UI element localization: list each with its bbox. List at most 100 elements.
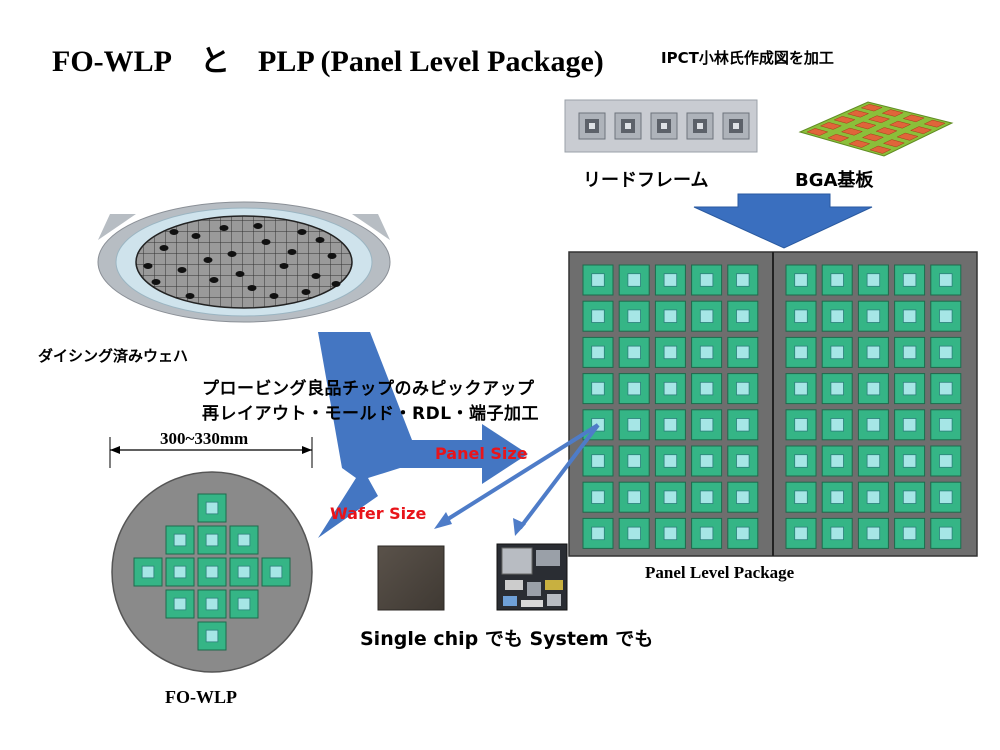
bad-die-dot bbox=[261, 239, 271, 245]
panel-package-cell bbox=[727, 481, 759, 513]
panel-package-cell bbox=[785, 300, 817, 332]
system-module-image bbox=[496, 543, 568, 611]
bad-die-dot bbox=[247, 285, 257, 291]
single-chip-image bbox=[377, 545, 445, 611]
bga-unit bbox=[827, 133, 850, 142]
panel-package-cell bbox=[894, 409, 926, 441]
panel-package-cell bbox=[691, 300, 723, 332]
bad-die-dot bbox=[177, 267, 187, 273]
panel-package-cell bbox=[691, 373, 723, 405]
panel-package-cell bbox=[930, 264, 962, 296]
panel-package-cell bbox=[582, 517, 614, 549]
panel-package-cell bbox=[930, 517, 962, 549]
fowlp-package-cell bbox=[229, 589, 259, 619]
panel-package-cell bbox=[727, 300, 759, 332]
panel-package-cell bbox=[654, 409, 686, 441]
single-chip-system-label: Single chip でも System でも bbox=[360, 628, 654, 650]
panel-package-cell bbox=[582, 481, 614, 513]
bad-die-dot bbox=[327, 253, 337, 259]
bga-unit bbox=[909, 126, 933, 135]
fowlp-package-cell bbox=[165, 557, 195, 587]
bad-die-dot bbox=[287, 249, 297, 255]
panel-package-cell bbox=[654, 517, 686, 549]
bad-die-dot bbox=[311, 273, 321, 279]
panel-package-cell bbox=[785, 409, 817, 441]
panel-package-cell bbox=[618, 336, 650, 368]
panel-package-cell bbox=[691, 336, 723, 368]
panel-package-cell bbox=[821, 373, 853, 405]
panel-package-cell bbox=[691, 409, 723, 441]
bad-die-dot bbox=[191, 233, 201, 239]
panel-package-cell bbox=[618, 445, 650, 477]
panel-package-cell bbox=[785, 373, 817, 405]
bad-die-dot bbox=[279, 263, 289, 269]
panel-package-cell bbox=[654, 264, 686, 296]
bga-unit bbox=[860, 103, 883, 112]
panel-package-cell bbox=[894, 336, 926, 368]
panel-package-cell bbox=[821, 409, 853, 441]
panel-size-label: Panel Size bbox=[435, 444, 528, 463]
panel-package-cell bbox=[654, 300, 686, 332]
bad-die-dot bbox=[209, 277, 219, 283]
bga-unit bbox=[848, 139, 871, 148]
title-plp: PLP (Panel Level Package) bbox=[258, 45, 604, 78]
panel-package-cell bbox=[785, 481, 817, 513]
panel-package-cell bbox=[821, 300, 853, 332]
panel-level-package bbox=[568, 251, 978, 557]
bga-substrate-label: BGA基板 bbox=[795, 170, 874, 191]
panel-package-cell bbox=[582, 264, 614, 296]
bad-die-dot bbox=[315, 237, 325, 243]
fowlp-package-cell bbox=[197, 589, 227, 619]
fowlp-package-cell bbox=[229, 557, 259, 587]
panel-package-cell bbox=[727, 409, 759, 441]
panel-package-cell bbox=[582, 300, 614, 332]
fowlp-package-cell bbox=[197, 525, 227, 555]
panel-package-cell bbox=[857, 481, 889, 513]
bad-die-dot bbox=[169, 229, 179, 235]
panel-package-cell bbox=[727, 373, 759, 405]
panel-package-cell bbox=[654, 336, 686, 368]
bga-unit bbox=[861, 133, 884, 142]
diced-wafer-label: ダイシング済みウェハ bbox=[38, 347, 189, 365]
title-credit: IPCT小林氏作成図を加工 bbox=[661, 49, 834, 67]
fowlp-package-cell bbox=[165, 589, 195, 619]
panel-package-cell bbox=[857, 409, 889, 441]
wafer-size-label: Wafer Size bbox=[330, 504, 427, 523]
panel-package-cell bbox=[582, 336, 614, 368]
panel-level-package-label: Panel Level Package bbox=[645, 563, 795, 582]
panel-package-cell bbox=[618, 481, 650, 513]
panel-package-cell bbox=[618, 373, 650, 405]
panel-package-cell bbox=[894, 373, 926, 405]
panel-package-cell bbox=[618, 409, 650, 441]
panel-package-cell bbox=[691, 264, 723, 296]
panel-package-cell bbox=[727, 517, 759, 549]
panel-package-cell bbox=[785, 264, 817, 296]
bad-die-dot bbox=[297, 229, 307, 235]
bad-die-dot bbox=[269, 293, 279, 299]
fowlp-package-cell bbox=[197, 621, 227, 651]
panel-package-cell bbox=[691, 445, 723, 477]
bga-unit bbox=[923, 119, 946, 128]
panel-package-cell bbox=[582, 409, 614, 441]
bga-unit bbox=[882, 139, 905, 148]
bad-die-dot bbox=[331, 281, 341, 287]
down-arrow bbox=[693, 193, 873, 249]
fowlp-package-cell bbox=[261, 557, 291, 587]
bga-unit bbox=[888, 120, 912, 129]
panel-package-cell bbox=[821, 264, 853, 296]
bga-unit bbox=[902, 114, 925, 123]
panel-package-cell bbox=[785, 336, 817, 368]
panel-package-cell bbox=[618, 300, 650, 332]
panel-package-cell bbox=[727, 336, 759, 368]
bga-unit bbox=[840, 127, 864, 136]
panel-package-cell bbox=[582, 445, 614, 477]
process-flow-arrow bbox=[318, 332, 528, 538]
bad-die-dot bbox=[219, 225, 229, 231]
panel-package-cell bbox=[821, 336, 853, 368]
diced-wafer-image bbox=[97, 201, 391, 323]
bad-die-dot bbox=[151, 279, 161, 285]
bga-unit bbox=[846, 110, 870, 118]
